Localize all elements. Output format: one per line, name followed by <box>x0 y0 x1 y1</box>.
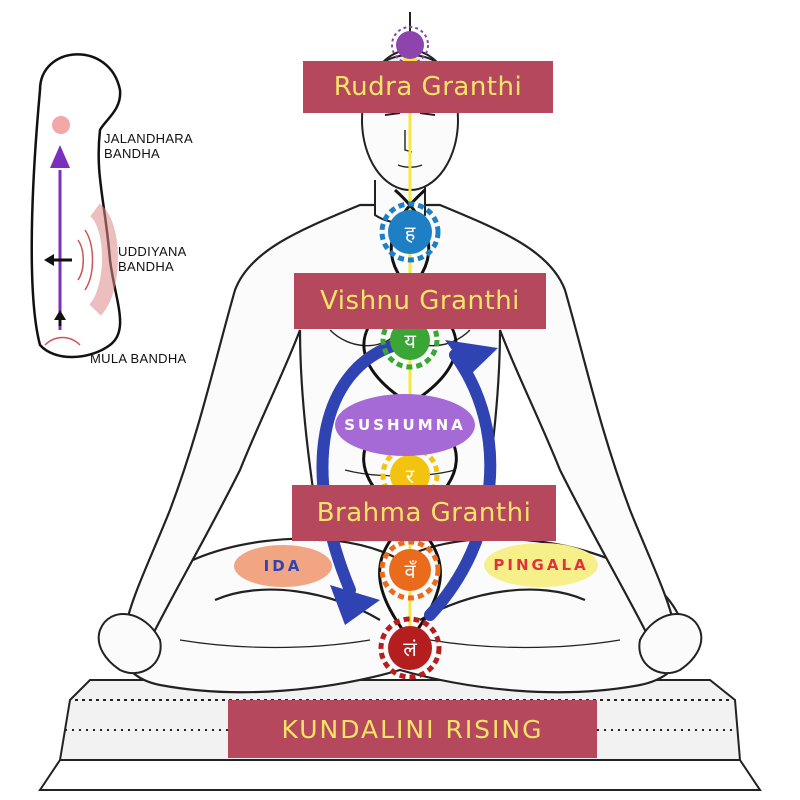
chakra-solar-plexus-glyph: र <box>405 463 415 488</box>
mula-bandha-label: MULA BANDHA <box>90 351 187 366</box>
descending-arrowhead <box>330 585 380 625</box>
chakra-heart-glyph: य <box>404 328 416 353</box>
ascending-arrowhead <box>445 340 498 375</box>
chakra-root <box>378 616 442 680</box>
rudra-granthi-banner: Rudra Granthi <box>303 61 553 113</box>
chakra-throat <box>379 201 441 263</box>
chakra-root-glyph: लं <box>403 636 417 661</box>
ida-label: IDA <box>234 545 332 587</box>
chakra-heart <box>380 310 440 370</box>
jalandhara-bandha-label: JALANDHARA BANDHA <box>104 131 193 161</box>
pingala-label: PINGALA <box>484 543 598 587</box>
kundalini-rising-title: KUNDALINI RISING <box>228 700 597 758</box>
uddiyana-bandha-label: UDDIYANA BANDHA <box>118 244 187 274</box>
vishnu-granthi-banner: Vishnu Granthi <box>294 273 546 329</box>
bandha-inset-figure <box>30 53 122 359</box>
chakra-throat-glyph: ह <box>404 220 416 245</box>
descending-energy-arrow <box>316 339 401 596</box>
chakra-sacral <box>379 539 441 601</box>
sushumna-label: SUSHUMNA <box>335 394 475 456</box>
chakra-crown <box>391 26 429 64</box>
chakra-sacral-glyph: वँ <box>404 558 416 583</box>
hands <box>97 613 703 675</box>
brahma-granthi-banner: Brahma Granthi <box>292 485 556 541</box>
